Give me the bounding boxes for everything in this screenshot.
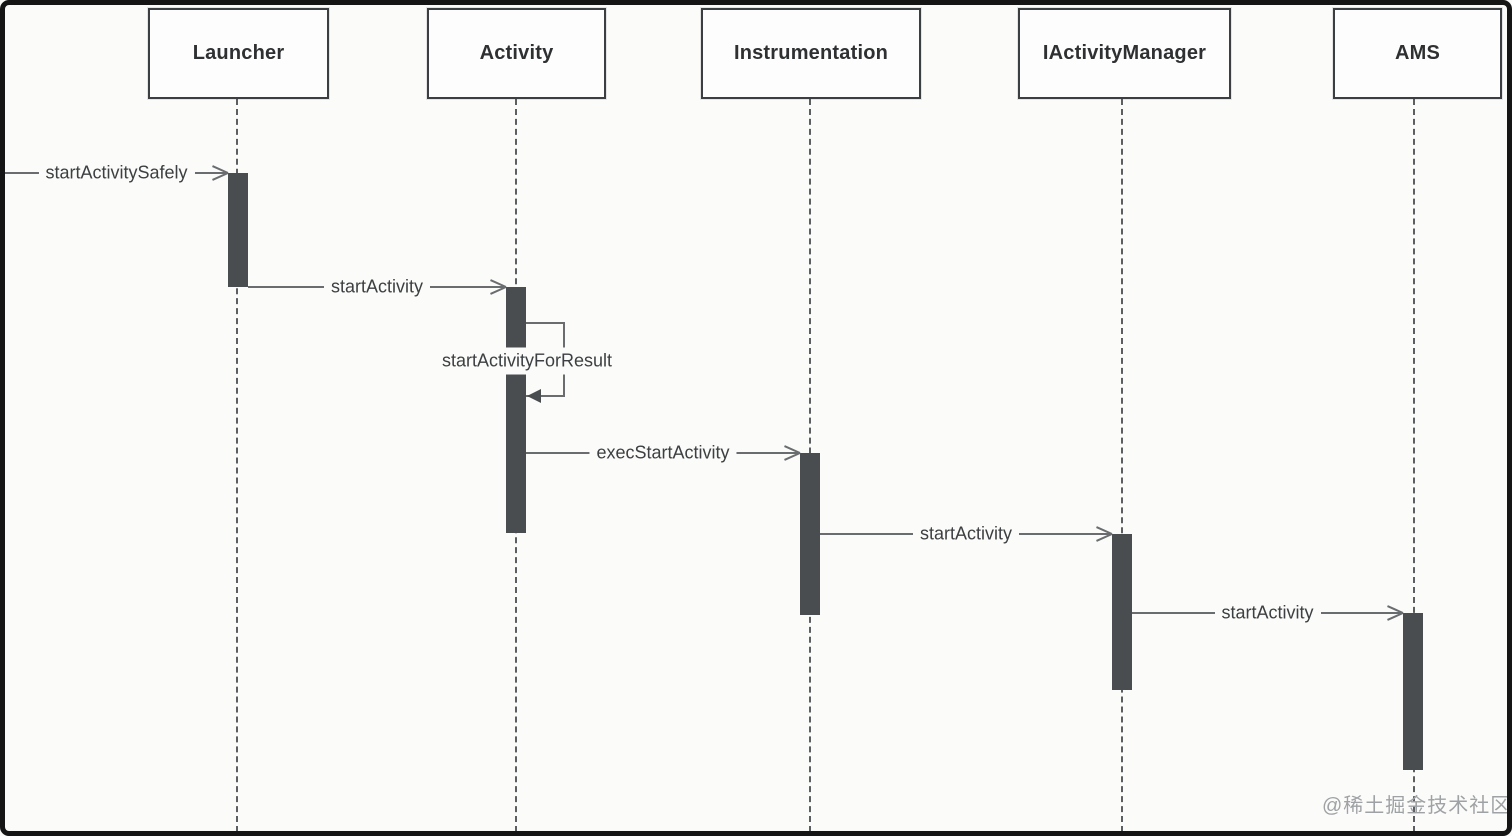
participant-box-ams: AMS xyxy=(1333,8,1502,99)
message-label: execStartActivity xyxy=(589,441,737,465)
juejin-watermark: @稀土掘金技术社区 xyxy=(1322,795,1512,817)
message-label: startActivity xyxy=(912,522,1020,546)
activation-bar-iactivitymanager xyxy=(1112,534,1132,690)
participant-box-activity: Activity xyxy=(427,8,606,99)
message-start-activity-1: startActivity xyxy=(248,275,506,299)
activation-bar-launcher xyxy=(228,173,248,287)
lifeline-ams xyxy=(1413,99,1415,832)
message-exec-start-activity: execStartActivity xyxy=(526,441,800,465)
message-label: startActivitySafely xyxy=(38,161,195,185)
message-label: startActivity xyxy=(1214,601,1321,625)
participant-name: Launcher xyxy=(192,42,285,64)
lifeline-launcher xyxy=(236,99,238,832)
participant-name: IActivityManager xyxy=(1042,42,1207,64)
message-start-activity-2: startActivity xyxy=(820,522,1112,546)
participant-box-instrumentation: Instrumentation xyxy=(701,8,921,99)
message-label: startActivity xyxy=(323,275,431,299)
lifeline-iactivitymanager xyxy=(1121,99,1123,832)
message-start-activity-safely: startActivitySafely xyxy=(5,161,228,185)
activation-bar-instrumentation xyxy=(800,453,820,615)
solid-arrowhead-icon xyxy=(527,389,541,403)
activation-bar-activity xyxy=(506,287,526,533)
activation-bar-ams xyxy=(1403,613,1423,770)
participant-box-iactivitymanager: IActivityManager xyxy=(1018,8,1231,99)
participant-name: Activity xyxy=(479,42,554,64)
participant-box-launcher: Launcher xyxy=(148,8,329,99)
message-start-activity-3: startActivity xyxy=(1132,601,1403,625)
message-label-self-call: startActivityForResult xyxy=(433,347,621,375)
participant-name: Instrumentation xyxy=(733,42,889,64)
participant-name: AMS xyxy=(1394,42,1441,64)
